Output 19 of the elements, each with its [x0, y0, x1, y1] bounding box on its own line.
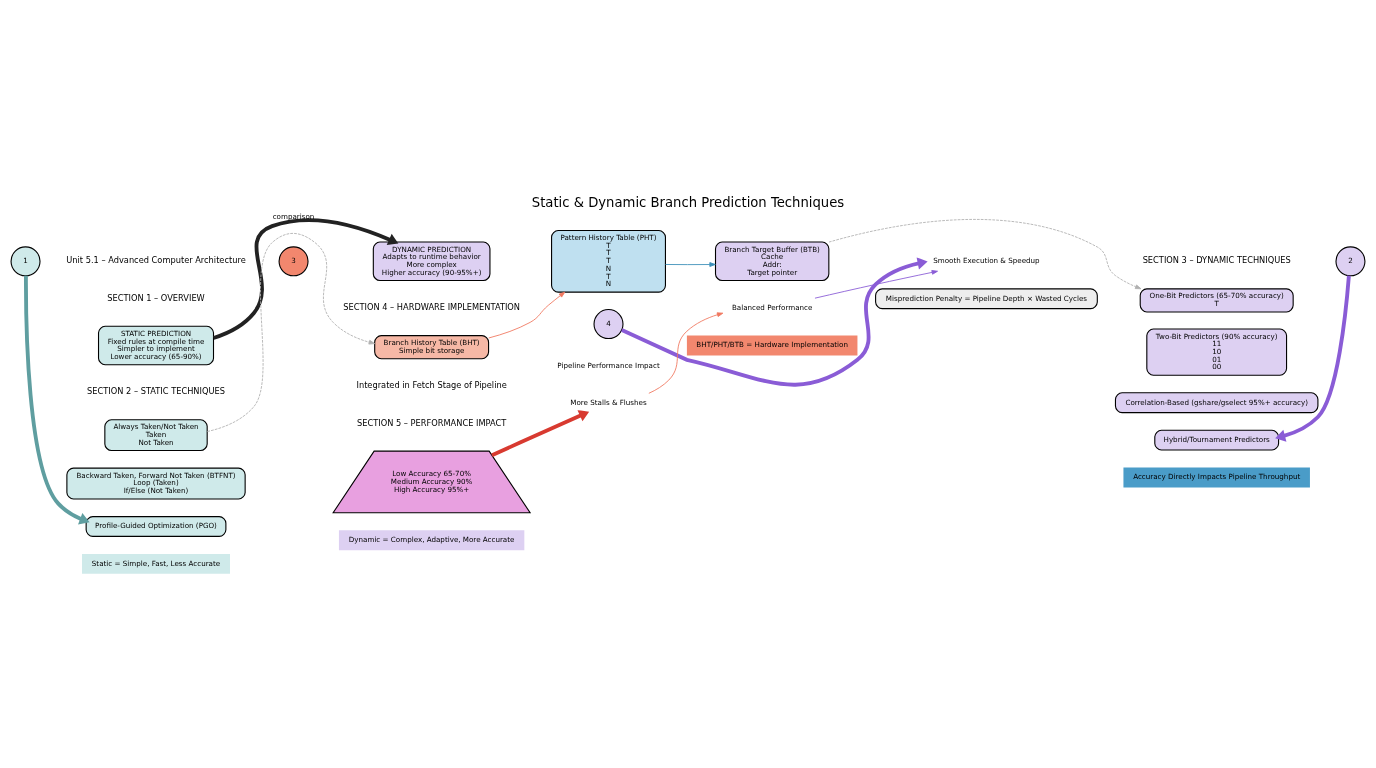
arrow [665, 262, 716, 267]
arrow [488, 291, 566, 339]
label: SECTION 4 – HARDWARE IMPLEMENTATION [343, 302, 521, 313]
label: SECTION 3 – DYNAMIC TECHNIQUES [1142, 255, 1291, 266]
arrow [1275, 275, 1351, 442]
arrow [491, 410, 590, 457]
label: SECTION 2 – STATIC TECHNIQUES [87, 386, 225, 397]
label: SECTION 1 – OVERVIEW [107, 292, 205, 303]
label: Unit 5.1 – Advanced Computer Architecture [66, 255, 246, 266]
arrow [212, 218, 399, 340]
label: Integrated in Fetch Stage of Pipeline [356, 380, 507, 391]
label: SECTION 5 – PERFORMANCE IMPACT [356, 417, 507, 428]
arrow [24, 275, 90, 525]
arrow [814, 270, 938, 299]
diagram-title: Static & Dynamic Branch Prediction Techniques [531, 194, 845, 210]
arrow [648, 312, 724, 394]
arrow [621, 257, 928, 387]
arrow [828, 219, 1142, 290]
arrow [206, 232, 376, 432]
